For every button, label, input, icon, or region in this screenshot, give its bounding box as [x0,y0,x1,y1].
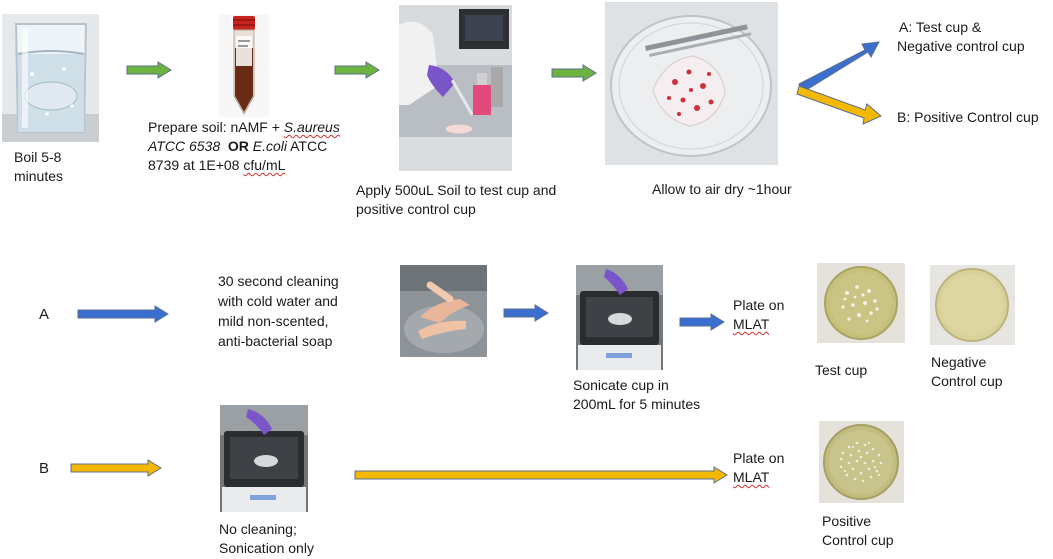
petri-dish-photo [605,2,778,165]
air-dry-label: Allow to air dry ~1hour [652,181,792,197]
arrow-right-icon [70,459,162,477]
cleaning-line4: anti-bacterial soap [218,333,333,349]
positive-control-line2: Control cup [822,532,894,548]
dense-colony-plate-photo [819,421,904,503]
soil-tube-photo [219,14,269,117]
arrow-right-icon [354,466,728,484]
boil-label-line1: Boil 5-8 [14,149,62,165]
sonicator-photo-b [220,405,308,512]
branch-a-label-line1: A: Test cup & [899,19,982,35]
branch-a-arrow-icon [798,41,880,93]
boil-label-line2: minutes [14,168,64,184]
apply-soil-label: Apply 500uL Soil to test cup and positiv… [356,181,556,219]
lab-pipetting-photo [399,5,512,171]
prepare-soil-line1: Prepare soil: nAMF + S.aureus [148,118,340,137]
beaker-photo [2,14,99,142]
prepare-soil-label: Prepare soil: nAMF + S.aureus ATCC 6538 … [148,118,340,175]
lab-icon [399,5,512,171]
arrow-right-icon [334,61,380,79]
plate-b-line1: Plate on [733,450,785,466]
row-b-letter: B [39,460,50,477]
no-cleaning-line2: Sonication only [219,540,314,556]
test-cup-label: Test cup [815,362,868,378]
branch-a-label-line2: Negative control cup [897,38,1025,54]
plate-a-line2: MLAT [733,316,770,332]
unit-cfu: cfu/mL [243,157,286,173]
plate-a-line1: Plate on [733,297,785,313]
arrow-right-icon [679,313,725,331]
branch-arrows [796,41,882,125]
positive-control-line1: Positive [822,513,872,529]
plate-b-line2: MLAT [733,469,770,485]
arrow-right-icon [77,305,169,323]
strain2-suffix: ATCC [287,138,328,154]
cleaning-label: 30 second cleaning with cold water and m… [218,271,339,351]
organism-saureus: S.aureus [283,119,340,135]
blank-plate-photo [930,265,1015,345]
prepare-soil-prefix: Prepare soil: nAMF + [148,119,284,135]
strain2-line3: 8739 at 1E+08 [148,157,244,173]
beaker-icon [2,14,99,142]
negative-control-label: Negative Control cup [931,353,1003,391]
colony-plate-icon [817,263,905,343]
negative-control-line2: Control cup [931,373,1003,389]
sonicate-line2: 200mL for 5 minutes [573,396,701,412]
apply-soil-line1: Apply 500uL Soil to test cup and [356,182,557,198]
sonicator-photo-a [576,265,663,370]
sonicator-icon [220,405,308,512]
negative-control-line1: Negative [931,354,987,370]
branch-a-label: A: Test cup & Negative control cup [897,18,1025,56]
cleaning-line3: mild non-scented, [218,313,329,329]
row-a-letter: A [39,306,50,323]
colony-plate-photo [817,263,905,343]
strain-atcc-6538: ATCC 6538 [148,138,221,154]
no-cleaning-line1: No cleaning; [219,521,297,537]
no-cleaning-label: No cleaning; Sonication only [219,520,314,558]
plate-label-b: Plate on MLAT [733,449,784,487]
dense-colony-plate-icon [819,421,904,503]
arrow-right-icon [126,61,172,79]
blank-plate-icon [930,265,1015,345]
cleaning-line2: with cold water and [218,293,338,309]
handwashing-photo [400,265,487,357]
connector-or: OR [227,138,249,154]
prepare-soil-line3: 8739 at 1E+08 cfu/mL [148,156,340,175]
branch-b-arrow-icon [796,85,882,125]
prepare-soil-line2: ATCC 6538 OR E.coli ATCC [148,137,340,156]
positive-control-label: Positive Control cup [822,512,894,550]
cleaning-line1: 30 second cleaning [218,273,339,289]
arrow-right-icon [551,64,597,82]
sonicate-line1: Sonicate cup in [573,377,669,393]
apply-soil-line2: positive control cup [356,201,476,217]
boil-label: Boil 5-8 minutes [14,148,63,186]
tube-icon [219,14,269,117]
petri-icon [605,2,778,165]
arrow-right-icon [503,304,549,322]
organism-ecoli: E.coli [252,138,288,154]
hands-icon [400,265,487,357]
sonicator-icon [576,265,663,370]
plate-label-a: Plate on MLAT [733,296,784,334]
sonicate-label: Sonicate cup in 200mL for 5 minutes [573,376,700,414]
branch-b-label: B: Positive Control cup [897,109,1039,125]
